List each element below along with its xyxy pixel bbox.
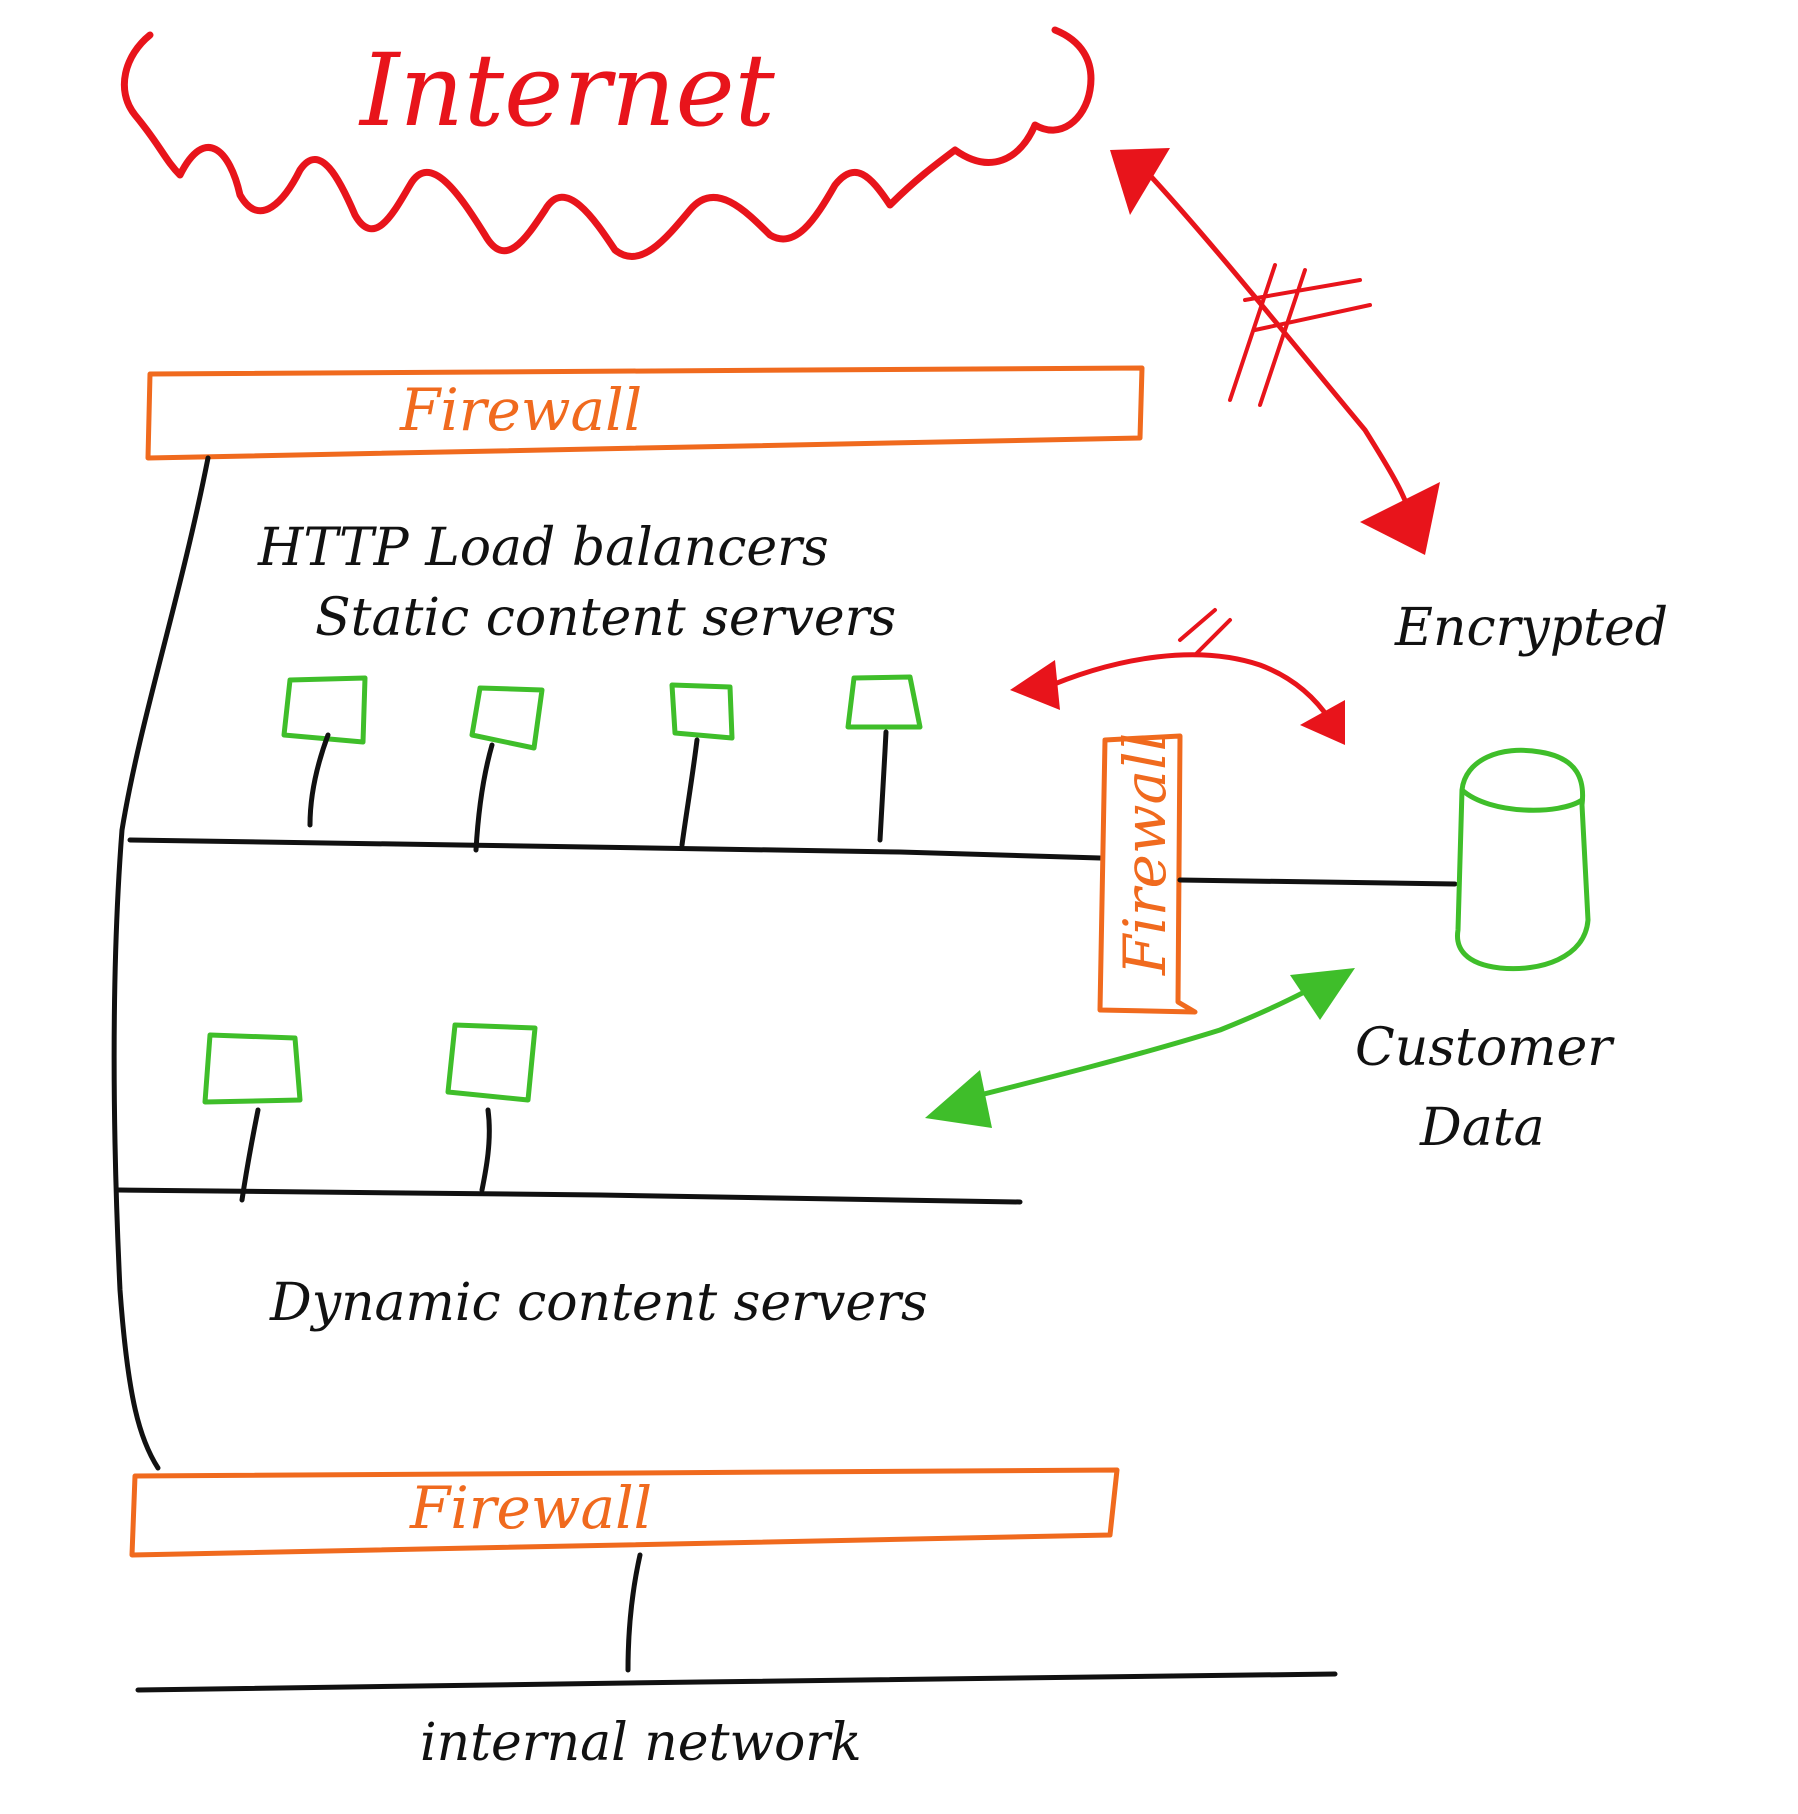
static-server-4: [845, 674, 923, 843]
dynamic-server-1: [202, 1032, 303, 1203]
internet-label: Internet: [358, 32, 776, 149]
server-box-icon: [845, 674, 923, 730]
dynamic-server-2: [445, 1022, 538, 1193]
firewall-internal-link: [625, 1552, 643, 1673]
static-server-1: [281, 675, 368, 828]
internal-network-bus: [135, 1671, 1338, 1693]
arrow-head-right-icon: [1290, 968, 1355, 1020]
server-link-line: [239, 1107, 261, 1203]
server-link-line: [473, 742, 495, 853]
arrow-head-left-icon: [1010, 660, 1060, 710]
arrow-shaft: [957, 972, 1338, 1103]
arrow-shaft: [1037, 652, 1333, 723]
static-network-bus: [127, 837, 1103, 861]
database-cylinder-icon: [1455, 747, 1591, 972]
static-server-2: [469, 685, 545, 853]
dynamic-content-servers-label: Dynamic content servers: [269, 1273, 928, 1333]
server-link-line: [679, 737, 700, 848]
server-box-icon: [669, 682, 735, 741]
encrypted-arrow-internal: [1010, 608, 1345, 745]
backbone-line: [111, 455, 211, 1471]
encryption-mark: [1228, 263, 1372, 407]
arrow-head-down-icon: [1360, 482, 1440, 555]
customer-data-label-line1: Customer: [1355, 1018, 1615, 1078]
bottom-firewall-box: [129, 1467, 1120, 1558]
server-link-line: [479, 1107, 492, 1193]
middle-firewall-label: Firewall: [1111, 733, 1179, 976]
server-box-icon: [469, 685, 545, 751]
internal-network-label: internal network: [420, 1713, 862, 1773]
firewall-db-link: [1177, 877, 1458, 887]
arrow-head-right-icon: [1300, 700, 1345, 745]
arrow-head-left-icon: [925, 1070, 992, 1128]
customer-data-store: [1455, 747, 1591, 972]
dynamic-network-bus: [115, 1187, 1023, 1205]
top-firewall-box: [145, 365, 1145, 461]
arrow-shaft: [1142, 167, 1413, 518]
encrypted-arrow-internet: [1110, 148, 1440, 555]
http-load-balancers-label: HTTP Load balancers: [257, 518, 829, 578]
middle-firewall-box: [1097, 733, 1198, 1015]
server-link-line: [877, 729, 889, 843]
server-box-icon: [202, 1032, 303, 1105]
server-box-icon: [281, 675, 368, 745]
encrypted-label: Encrypted: [1394, 598, 1668, 658]
data-arrow: [925, 968, 1355, 1128]
static-content-servers-label: Static content servers: [315, 588, 896, 648]
server-link-line: [307, 732, 331, 828]
arrow-head-up-icon: [1110, 148, 1170, 215]
bottom-firewall-label: Firewall: [409, 1474, 652, 1542]
customer-data-label-line2: Data: [1419, 1098, 1545, 1158]
static-server-3: [669, 682, 735, 848]
internet-cloud-icon: [120, 26, 1095, 260]
top-firewall-label: Firewall: [399, 376, 642, 444]
server-box-icon: [445, 1022, 538, 1103]
encryption-mark: [1178, 608, 1232, 657]
